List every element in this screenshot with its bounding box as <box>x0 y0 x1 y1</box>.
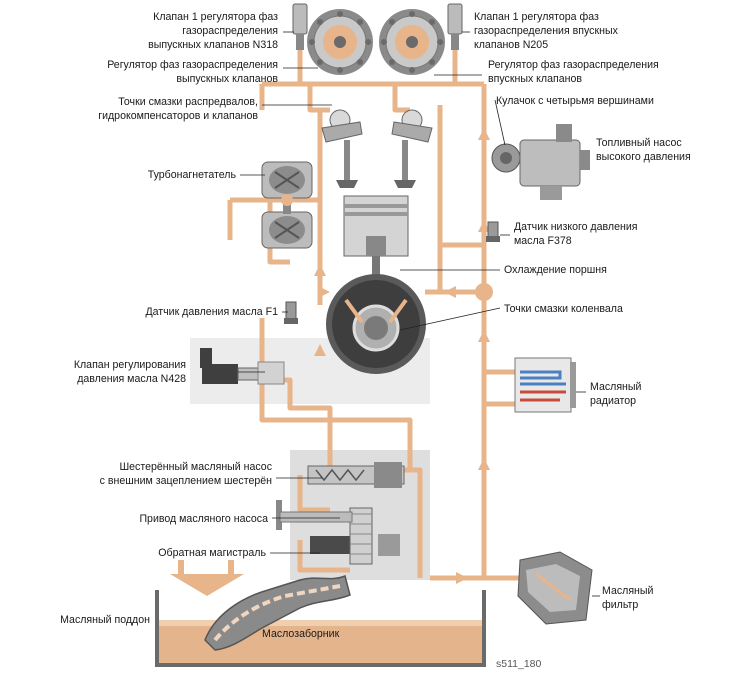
label-lube-1: Точки смазки распредвалов, <box>118 96 258 108</box>
label-n318-1: Клапан 1 регулятора фаз <box>153 11 278 23</box>
f378-sensor <box>486 221 500 242</box>
pump-drive-shaft <box>276 500 353 530</box>
intake-cam-adjuster <box>379 9 445 75</box>
label-n318-2: газораспределения <box>182 25 278 37</box>
oil-pickup <box>204 574 351 651</box>
label-cam: Кулачок с четырьмя вершинами <box>496 95 654 107</box>
figure-code: s511_180 <box>496 658 542 670</box>
oil-cooler <box>514 357 576 413</box>
flow-arrows <box>314 128 490 584</box>
f1-sensor <box>284 301 298 324</box>
label-exh-reg-2: выпускных клапанов <box>176 73 278 85</box>
label-drive: Привод масляного насоса <box>139 513 268 525</box>
label-n428-1: Клапан регулирования <box>74 359 186 371</box>
crank-lube-junction <box>475 283 493 301</box>
n318-valve <box>292 3 308 50</box>
label-n205-2: газораспределения впускных <box>474 25 619 37</box>
label-cooler-1: Масляный <box>590 381 642 393</box>
n205-valve <box>447 3 463 50</box>
exhaust-cam-adjuster <box>307 9 373 75</box>
label-lube-2: гидрокомпенсаторов и клапанов <box>98 110 258 122</box>
label-exh-reg-1: Регулятор фаз газораспределения <box>107 59 278 71</box>
label-n428-2: давления масла N428 <box>77 373 186 385</box>
labels-right: Клапан 1 регулятора фаз газораспределени… <box>474 11 691 670</box>
intake-valve-train <box>391 109 433 188</box>
oil-pump <box>307 462 405 565</box>
n428-valve <box>200 348 285 385</box>
exhaust-valve-train <box>321 109 363 188</box>
label-filter-1: Масляный <box>602 585 654 597</box>
label-f1: Датчик давления масла F1 <box>145 306 278 318</box>
labels-left: Клапан 1 регулятора фаз газораспределени… <box>60 11 339 640</box>
turbo-lube-junction <box>281 194 293 206</box>
label-int-reg-2: впускных клапанов <box>488 73 582 85</box>
label-f378-2: масла F378 <box>514 235 572 247</box>
label-cooler-2: радиатор <box>590 395 636 407</box>
label-filter-2: фильтр <box>602 599 638 611</box>
label-hpfp-1: Топливный насос <box>596 137 682 149</box>
label-pump-1: Шестерённый масляный насос <box>119 461 272 473</box>
label-int-reg-1: Регулятор фаз газораспределения <box>488 59 659 71</box>
oil-filter <box>517 551 593 625</box>
leader-lines <box>238 31 600 597</box>
high-pressure-fuel-pump <box>491 124 590 200</box>
label-turbo: Турбонагнетатель <box>148 169 237 181</box>
label-pump-2: с внешним зацеплением шестерён <box>100 475 272 487</box>
label-return: Обратная магистраль <box>158 547 266 559</box>
label-piston-cool: Охлаждение поршня <box>504 264 607 276</box>
label-pickup: Маслозаборник <box>262 628 340 640</box>
return-arrow <box>170 560 244 596</box>
label-hpfp-2: высокого давления <box>596 151 691 163</box>
label-n205-3: клапанов N205 <box>474 39 548 51</box>
turbocharger <box>261 161 313 249</box>
crankshaft <box>326 274 426 374</box>
label-f378-1: Датчик низкого давления <box>514 221 637 233</box>
label-n205-1: Клапан 1 регулятора фаз <box>474 11 599 23</box>
label-sump: Масляный поддон <box>60 614 150 626</box>
oil-sump <box>155 590 486 667</box>
label-n318-3: выпускных клапанов N318 <box>148 39 278 51</box>
label-crank-lube: Точки смазки коленвала <box>504 303 623 315</box>
